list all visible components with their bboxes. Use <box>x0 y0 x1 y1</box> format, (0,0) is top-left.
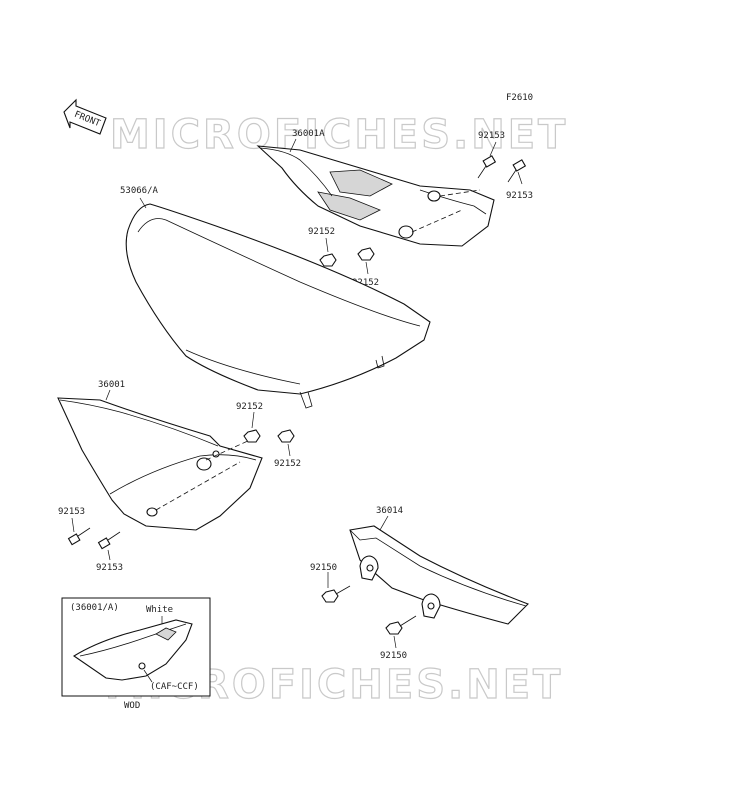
inset-color-note: White <box>146 605 173 615</box>
label-92153-right: 92153 <box>506 191 533 201</box>
label-92152-upper-right: 92152 <box>352 278 379 288</box>
inset-variant-label: WOD <box>124 701 140 711</box>
figure-code: F2610 <box>506 93 533 103</box>
bolt-icon <box>385 615 417 635</box>
label-92153-top: 92153 <box>478 131 505 141</box>
label-92152-upper-left: 92152 <box>308 227 335 237</box>
seat <box>125 203 431 409</box>
side-cover <box>57 397 263 531</box>
chain-cover <box>349 525 529 625</box>
label-92152-lower-left: 92152 <box>236 402 263 412</box>
label-53066a: 53066/A <box>120 186 159 196</box>
bolt-icon <box>477 155 497 179</box>
label-92152-lower-right: 92152 <box>274 459 301 469</box>
label-36014: 36014 <box>376 506 403 516</box>
label-92153-lower-left: 92153 <box>58 507 85 517</box>
label-36001a: 36001A <box>292 129 325 139</box>
label-92153-lower-right: 92153 <box>96 563 123 573</box>
front-arrow-icon: FRONT <box>63 98 107 135</box>
inset-variant-box: (36001/A) White (CAF~CCF) <box>61 597 211 697</box>
nut-icon <box>277 429 295 443</box>
nut-icon <box>319 253 337 267</box>
bolt-icon <box>97 531 121 550</box>
label-92150-right: 92150 <box>380 651 407 661</box>
nut-icon <box>243 429 261 443</box>
watermark-top: MICROFICHES.NET <box>110 112 568 158</box>
bolt-icon <box>67 527 91 546</box>
tail-cover-upper <box>256 145 495 247</box>
label-36001: 36001 <box>98 380 125 390</box>
bolt-icon <box>507 159 527 183</box>
inset-model-note: (CAF~CCF) <box>150 682 199 692</box>
nut-icon <box>357 247 375 261</box>
bolt-icon <box>321 585 351 603</box>
label-92150-left: 92150 <box>310 563 337 573</box>
inset-part-label: (36001/A) <box>70 603 119 613</box>
